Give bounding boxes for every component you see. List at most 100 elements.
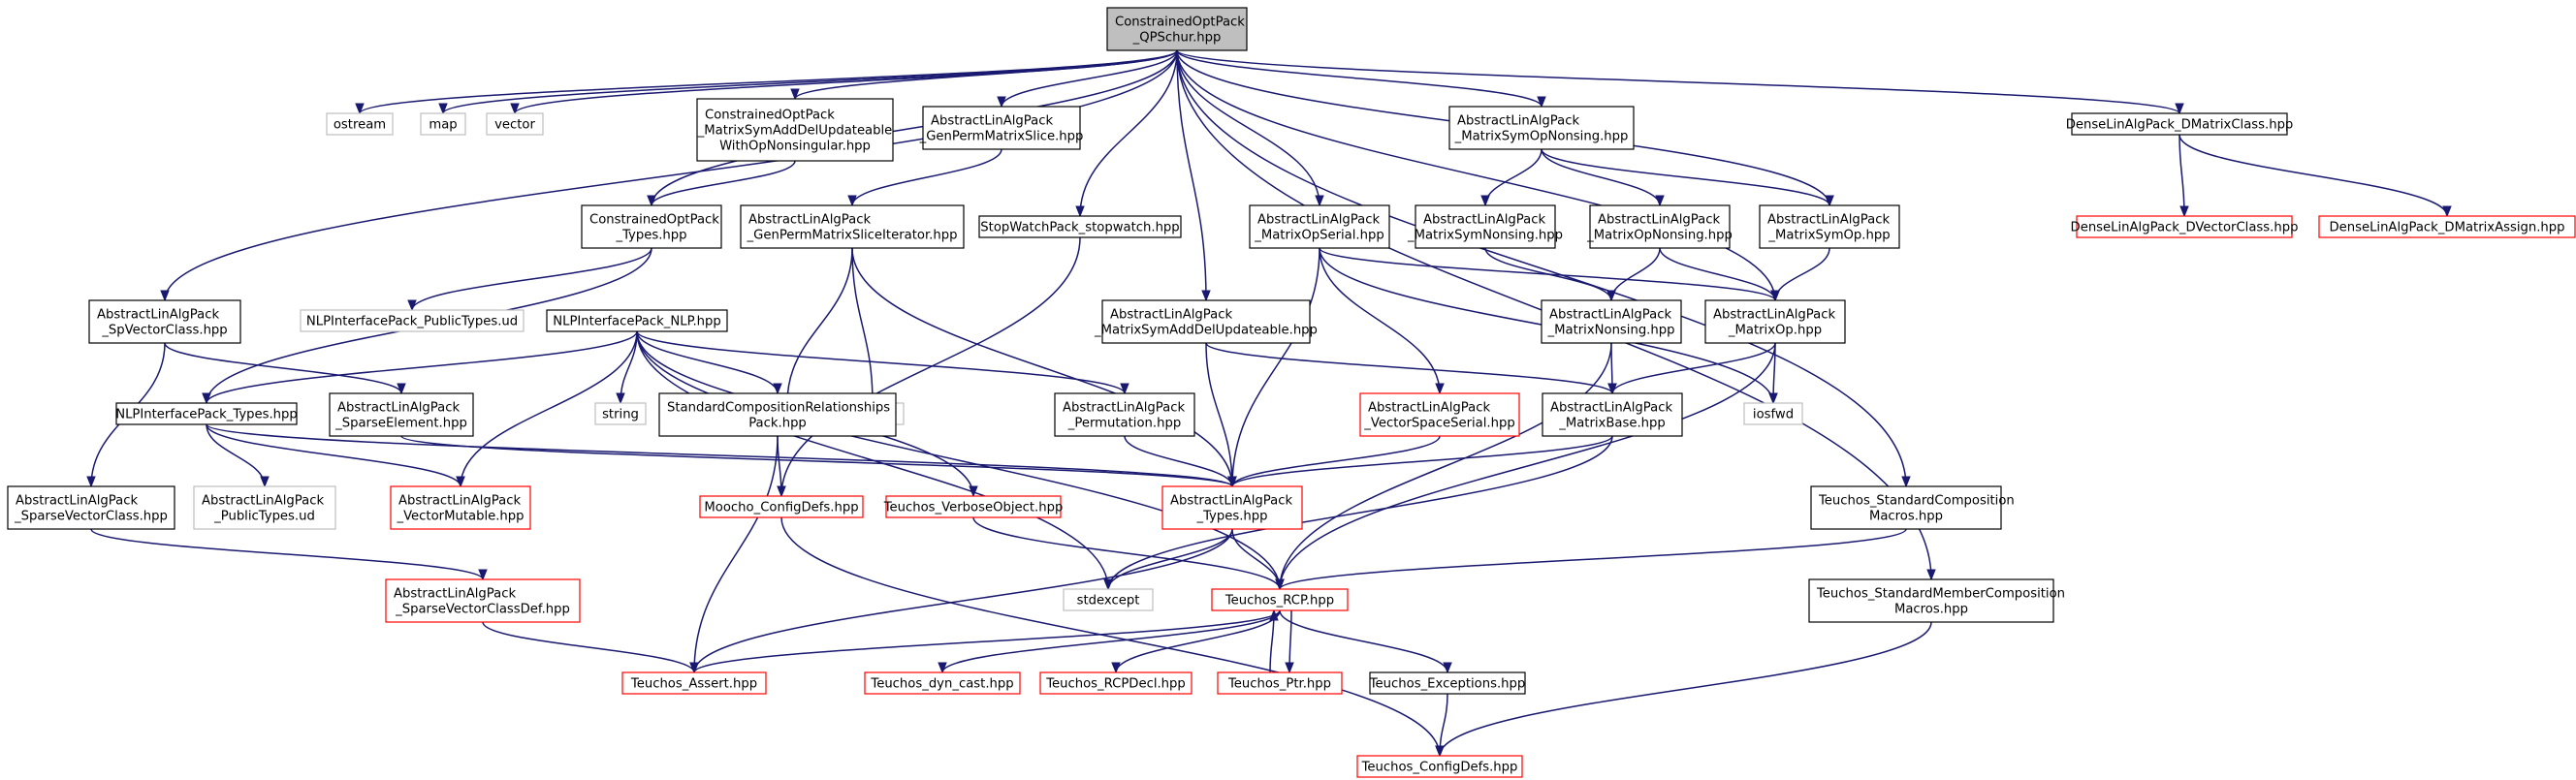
- node-label: DenseLinAlgPack_DMatrixAssign.hpp: [2329, 221, 2564, 235]
- node-label: _MatrixOpSerial.hpp: [1254, 229, 1383, 243]
- node-nlp_put: NLPInterfacePack_PublicTypes.ud: [300, 309, 525, 332]
- node-label: Teuchos_StandardMemberComposition: [1816, 587, 2065, 602]
- node-label: _GenPermMatrixSliceIterator.hpp: [747, 229, 958, 243]
- node-nlp_nlp-box: [546, 309, 728, 332]
- node-label: map: [429, 118, 457, 133]
- edge-nlp_nlp-to-scrp: [636, 330, 779, 394]
- node-tsmcm-box: [1808, 578, 2054, 623]
- node-mcd[interactable]: Moocho_ConfigDefs.hpp: [699, 495, 864, 518]
- node-alap_perm[interactable]: AbstractLinAlgPack_Permutation.hpp: [1054, 392, 1195, 437]
- node-alap_gpms[interactable]: AbstractLinAlgPack_GenPermMatrixSlice.hp…: [919, 106, 1084, 150]
- edge-root-to-alap_mos-arrowhead: [1315, 195, 1324, 207]
- node-cop_types-box: [581, 204, 722, 249]
- node-tptr[interactable]: Teuchos_Ptr.hpp: [1217, 671, 1343, 695]
- edge-root-to-dlap_dmc: [1176, 49, 2180, 114]
- node-alap_mb[interactable]: AbstractLinAlgPack_MatrixBase.hpp: [1542, 392, 1683, 437]
- edge-alap_gpmsi-to-asserth: [786, 247, 853, 404]
- edge-alap_types-to-stdexcept-arrowhead: [1103, 578, 1113, 591]
- edge-dlap_dmc-to-dlap_dvc-arrowhead: [2179, 205, 2189, 218]
- edge-tptr-to-trcp-arrowhead: [1269, 608, 1279, 621]
- node-label: StandardCompositionRelationships: [667, 401, 890, 416]
- node-alap_msadu[interactable]: AbstractLinAlgPack_MatrixSymAddDelUpdate…: [1094, 299, 1318, 344]
- edge-nlp_nlp-to-trcp: [636, 330, 1281, 590]
- edge-alap_mo-to-alap_mb-arrowhead: [1607, 383, 1617, 395]
- edge-alap_gpmsi-to-alap_types: [851, 247, 1233, 487]
- node-trcp-box: [1211, 588, 1349, 611]
- node-alap_vss-box: [1359, 392, 1520, 437]
- node-label: _Permutation.hpp: [1067, 417, 1181, 431]
- edge-root-to-alap_msyms-arrowhead: [1537, 96, 1546, 109]
- node-alap_mos[interactable]: AbstractLinAlgPack_MatrixOpSerial.hpp: [1249, 204, 1390, 249]
- node-vector: vector: [486, 112, 544, 136]
- node-trcp[interactable]: Teuchos_RCP.hpp: [1211, 588, 1349, 611]
- node-alap_msn-box: [1415, 204, 1556, 249]
- node-alap_vm[interactable]: AbstractLinAlgPack_VectorMutable.hpp: [390, 485, 531, 530]
- node-cop_msadu[interactable]: ConstrainedOptPack_MatrixSymAddDelUpdate…: [696, 98, 894, 162]
- edge-scrp-to-mcd-arrowhead: [777, 485, 786, 498]
- edge-dlap_dmc-to-dlap_dma: [2178, 134, 2448, 217]
- edge-alap_mo-to-iosfwd-arrowhead: [1768, 392, 1778, 405]
- edge-swp-to-mcd: [780, 236, 1081, 497]
- node-label: _MatrixOpNonsing.hpp: [1586, 229, 1733, 243]
- node-alap_spvc[interactable]: AbstractLinAlgPack_SparseVectorClass.hpp: [7, 485, 175, 530]
- edge-root-to-ostream-arrowhead: [355, 103, 365, 115]
- node-label: _MatrixSymOpNonsing.hpp: [1454, 130, 1629, 144]
- edge-alap_types-to-stdexcept: [1107, 528, 1233, 590]
- node-alap_mon[interactable]: AbstractLinAlgPack_MatrixOpNonsing.hpp: [1586, 204, 1733, 249]
- edge-alap_mos-to-alap_types: [1231, 247, 1320, 487]
- node-tassert[interactable]: Teuchos_Assert.hpp: [621, 671, 767, 695]
- node-nlp_types[interactable]: NLPInterfacePack_Types.hpp: [115, 402, 298, 425]
- node-dlap_dmc[interactable]: DenseLinAlgPack_DMatrixClass.hpp: [2066, 112, 2294, 136]
- node-tsmcm[interactable]: Teuchos_StandardMemberCompositionMacros.…: [1808, 578, 2065, 623]
- node-nlp_types-box: [115, 402, 298, 425]
- node-alap_msn[interactable]: AbstractLinAlgPack_MatrixSymNonsing.hpp: [1407, 204, 1563, 249]
- edge-nlp_nlp-to-alap_vm: [460, 330, 638, 487]
- node-label: Teuchos_VerboseObject.hpp: [883, 501, 1064, 515]
- edge-nlp_nlp-to-string-arrowhead: [616, 392, 625, 405]
- node-tvo[interactable]: Teuchos_VerboseObject.hpp: [883, 495, 1064, 518]
- edge-nlp_types-to-alap_pt: [206, 423, 266, 487]
- node-map: map: [420, 112, 466, 136]
- node-label: NLPInterfacePack_NLP.hpp: [553, 315, 721, 329]
- node-alap_msyms[interactable]: AbstractLinAlgPack_MatrixSymOpNonsing.hp…: [1448, 106, 1635, 150]
- edge-root-to-swp: [1079, 49, 1178, 217]
- node-stdexcept-box: [1063, 588, 1154, 611]
- node-tdc[interactable]: Teuchos_dyn_cast.hpp: [864, 671, 1021, 695]
- node-alap_mn[interactable]: AbstractLinAlgPack_MatrixNonsing.hpp: [1541, 299, 1682, 344]
- edge-alap_mb-to-stdexcept: [1107, 435, 1613, 590]
- node-texc[interactable]: Teuchos_Exceptions.hpp: [1369, 671, 1526, 695]
- edge-alap_mon-to-alap_mo: [1659, 247, 1776, 301]
- node-alap_mso[interactable]: AbstractLinAlgPack_MatrixSymOp.hpp: [1759, 204, 1900, 249]
- node-alap_svcd[interactable]: AbstractLinAlgPack_SparseVectorClassDef.…: [385, 578, 581, 623]
- node-label: iosfwd: [1753, 408, 1794, 422]
- node-dlap_dvc[interactable]: DenseLinAlgPack_DVectorClass.hpp: [2071, 215, 2299, 238]
- edge-alap_mon-to-alap_mn: [1610, 247, 1661, 301]
- node-tcd[interactable]: Teuchos_ConfigDefs.hpp: [1356, 755, 1523, 778]
- node-root[interactable]: ConstrainedOptPack_QPSchur.hpp: [1106, 7, 1248, 51]
- node-texc-box: [1369, 671, 1526, 695]
- edge-cop_types-to-nlp_put: [411, 247, 652, 311]
- node-alap_mo[interactable]: AbstractLinAlgPack_MatrixOp.hpp: [1704, 299, 1846, 344]
- node-label: Teuchos_Ptr.hpp: [1227, 677, 1331, 692]
- node-trcpd[interactable]: Teuchos_RCPDecl.hpp: [1039, 671, 1193, 695]
- node-alap_gpmsi[interactable]: AbstractLinAlgPack_GenPermMatrixSliceIte…: [740, 204, 965, 249]
- node-swp[interactable]: StopWatchPack_stopwatch.hpp: [978, 215, 1182, 238]
- node-dlap_dma-box: [2318, 215, 2576, 238]
- node-nlp_nlp[interactable]: NLPInterfacePack_NLP.hpp: [546, 309, 728, 332]
- edge-root-to-tscm: [1176, 49, 1907, 487]
- node-dlap_dma[interactable]: DenseLinAlgPack_DMatrixAssign.hpp: [2318, 215, 2576, 238]
- node-cop_types[interactable]: ConstrainedOptPack_Types.hpp: [581, 204, 722, 249]
- node-alap_types[interactable]: AbstractLinAlgPack_Types.hpp: [1161, 485, 1303, 530]
- node-label: AbstractLinAlgPack: [1549, 308, 1671, 323]
- edge-alap_mon-to-alap_mn-arrowhead: [1606, 290, 1616, 302]
- node-label: AbstractLinAlgPack: [1767, 213, 1890, 228]
- node-alap_se[interactable]: AbstractLinAlgPack_SparseElement.hpp: [329, 392, 474, 437]
- node-label: _Types.hpp: [1195, 510, 1267, 524]
- node-label: _SparseElement.hpp: [334, 417, 467, 431]
- node-label: NLPInterfacePack_PublicTypes.ud: [306, 315, 518, 329]
- node-tcd-box: [1356, 755, 1523, 778]
- node-alap_vss[interactable]: AbstractLinAlgPack_VectorSpaceSerial.hpp: [1359, 392, 1520, 437]
- node-alap_svc[interactable]: AbstractLinAlgPack_SpVectorClass.hpp: [88, 299, 241, 344]
